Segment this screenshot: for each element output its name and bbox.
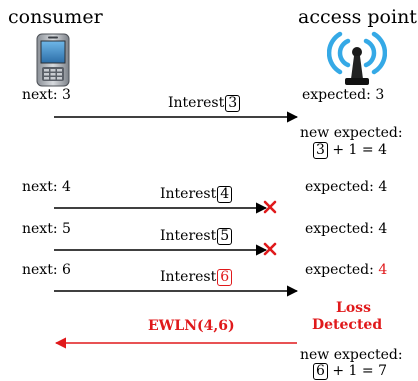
x-mark-icon (263, 242, 277, 256)
ewln-label: EWLN(4,6) (148, 318, 235, 334)
detected-label: Detected (312, 317, 383, 333)
ap-expected-5: expected: 4 (305, 221, 388, 237)
ap-expected-4: expected: 4 (305, 179, 388, 195)
new-expected-formula-2: 6 + 1 = 7 (312, 363, 387, 380)
consumer-label: consumer (8, 6, 103, 28)
ap-expected-6: expected: 4 (305, 262, 388, 278)
antenna-icon (327, 31, 387, 85)
x-mark-icon (263, 200, 277, 214)
loss-label: Loss (336, 300, 371, 316)
consumer-next-3: next: 3 (22, 87, 71, 103)
new-expected-formula-1: 3 + 1 = 4 (312, 142, 387, 159)
ap-expected-3: expected: 3 (302, 87, 385, 103)
consumer-next-6: next: 6 (22, 262, 71, 278)
consumer-next-5: next: 5 (22, 221, 71, 237)
new-expected-label-1: new expected: (300, 125, 403, 141)
new-expected-label-2: new expected: (300, 347, 403, 363)
access-point-label: access point (298, 6, 417, 28)
phone-icon (36, 33, 70, 87)
consumer-next-4: next: 4 (22, 179, 71, 195)
